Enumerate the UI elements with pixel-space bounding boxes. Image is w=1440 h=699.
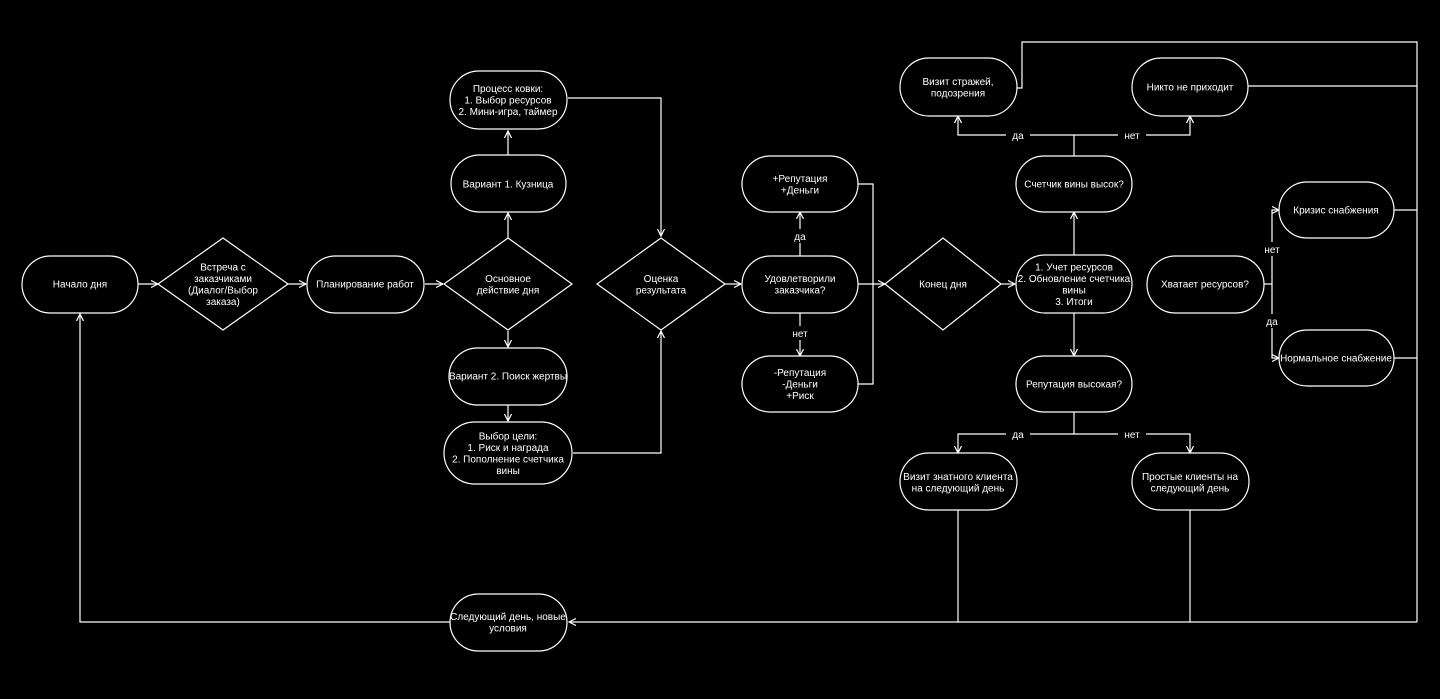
node-variant2[interactable]: Вариант 2. Поиск жертвы	[448, 347, 568, 406]
label-rep-no: нет	[1124, 430, 1140, 441]
node-label-line: 1. Выбор ресурсов	[464, 95, 551, 107]
node-label-line: (Диалог/Выбор	[188, 284, 258, 296]
node-label-line: Процесс ковки:	[473, 84, 543, 95]
node-label-line: +Риск	[786, 391, 814, 402]
node-variant1[interactable]: Вариант 1. Кузница	[450, 154, 567, 213]
node-label-line: -Репутация	[774, 368, 826, 379]
node-label-line: 3. Итоги	[1055, 297, 1093, 308]
label-satisfied-no: нет	[792, 329, 808, 340]
edge-rep-noble	[958, 433, 1074, 453]
label-res-no: нет	[1264, 245, 1280, 256]
edge-guilt-nobody	[1074, 116, 1190, 136]
edges	[80, 41, 1418, 623]
label-guilt-no: нет	[1124, 131, 1140, 142]
node-label-line: Следующий день, новые	[450, 612, 566, 623]
node-label-line: -Деньги	[782, 380, 818, 391]
node-label-line: Простые клиенты на	[1142, 472, 1238, 483]
node-label-line: 2. Мини-игра, таймер	[459, 107, 558, 118]
node-resources[interactable]: Хватает ресурсов?	[1146, 255, 1265, 314]
node-label-line: Визит стражей,	[922, 77, 993, 88]
node-label-line: Кризис снабжения	[1293, 205, 1378, 217]
label-guilt-yes: да	[1012, 131, 1024, 142]
edge-res-normal	[1271, 284, 1279, 358]
edge-guilt-guards	[958, 116, 1074, 136]
node-minus[interactable]: -Репутация-Деньги+Риск	[741, 355, 859, 413]
edge-labels: да нет да нет да нет нет да	[786, 128, 1286, 441]
node-label-line: Начало дня	[53, 280, 107, 291]
node-label-line: Счетчик вины высок?	[1024, 180, 1124, 191]
node-label-line: +Деньги	[781, 185, 819, 196]
node-label-line: Вариант 2. Поиск жертвы	[449, 372, 567, 383]
node-label-line: Планирование работ	[316, 279, 414, 291]
node-label-line: заказчика?	[775, 285, 826, 296]
node-label-line: заказа)	[206, 297, 240, 308]
edge-forge-evaluate	[568, 97, 661, 236]
edge-target-evaluate	[573, 331, 661, 454]
node-normal[interactable]: Нормальное снабжение	[1278, 329, 1395, 387]
node-label-line: условия	[489, 623, 527, 634]
node-plan[interactable]: Планирование работ	[306, 255, 425, 314]
node-label-line: Хватает ресурсов?	[1161, 280, 1249, 291]
node-label-line: Нормальное снабжение	[1280, 353, 1392, 365]
node-label-line: Выбор цели:	[479, 430, 538, 442]
label-res-yes: да	[1266, 317, 1278, 328]
node-label-line: следующий день	[1151, 483, 1230, 494]
node-label-line: 2. Пополнение счетчика	[452, 454, 564, 465]
node-label-line: действие дня	[477, 285, 540, 296]
node-rep-high[interactable]: Репутация высокая?	[1015, 355, 1133, 413]
node-label-line: Оценка	[644, 274, 679, 285]
node-label-line: Удовлетворили	[764, 274, 835, 285]
edge-nextday-start	[80, 314, 451, 623]
edge-rep-simple	[1074, 433, 1190, 453]
edge-res-crisis	[1271, 210, 1279, 284]
node-start[interactable]: Начало дня	[21, 255, 139, 314]
node-plus[interactable]: +Репутация+Деньги	[741, 155, 859, 213]
node-label-line: 2. Обновление счетчика	[1018, 273, 1131, 285]
node-guilt-high[interactable]: Счетчик вины высок?	[1015, 155, 1133, 213]
node-nobody[interactable]: Никто не приходит	[1131, 57, 1249, 117]
nodes: Начало дня Встреча сзаказчиками(Диалог/В…	[21, 57, 1395, 652]
node-label-line: Никто не приходит	[1147, 83, 1234, 94]
node-label-line: Репутация высокая?	[1026, 380, 1122, 391]
label-rep-yes: да	[1012, 430, 1024, 441]
node-label-line: 1. Учет ресурсов	[1035, 262, 1113, 273]
node-guards[interactable]: Визит стражей,подозрения	[899, 57, 1018, 117]
node-label-line: результата	[636, 285, 687, 296]
edge-guards-loop	[1017, 41, 1418, 622]
node-label-line: Вариант 1. Кузница	[463, 180, 554, 191]
label-satisfied-yes: да	[794, 232, 806, 243]
node-label-line: Встреча с	[200, 262, 246, 273]
node-label-line: вины	[496, 466, 520, 477]
node-label-line: Основное	[485, 274, 531, 285]
node-day-end-decision[interactable]: Конец дня	[884, 237, 1002, 331]
node-label-line: +Репутация	[773, 174, 828, 185]
node-label-line: на следующий день	[912, 483, 1005, 494]
node-crisis[interactable]: Кризис снабжения	[1278, 181, 1395, 239]
node-label-line: вины	[1062, 285, 1086, 296]
node-label-line: Визит знатного клиента	[903, 472, 1013, 483]
node-label-line: Конец дня	[919, 280, 967, 291]
node-label-line: заказчиками	[194, 274, 252, 285]
node-label-line: 1. Риск и награда	[467, 443, 549, 454]
node-label-line: подозрения	[931, 88, 985, 99]
